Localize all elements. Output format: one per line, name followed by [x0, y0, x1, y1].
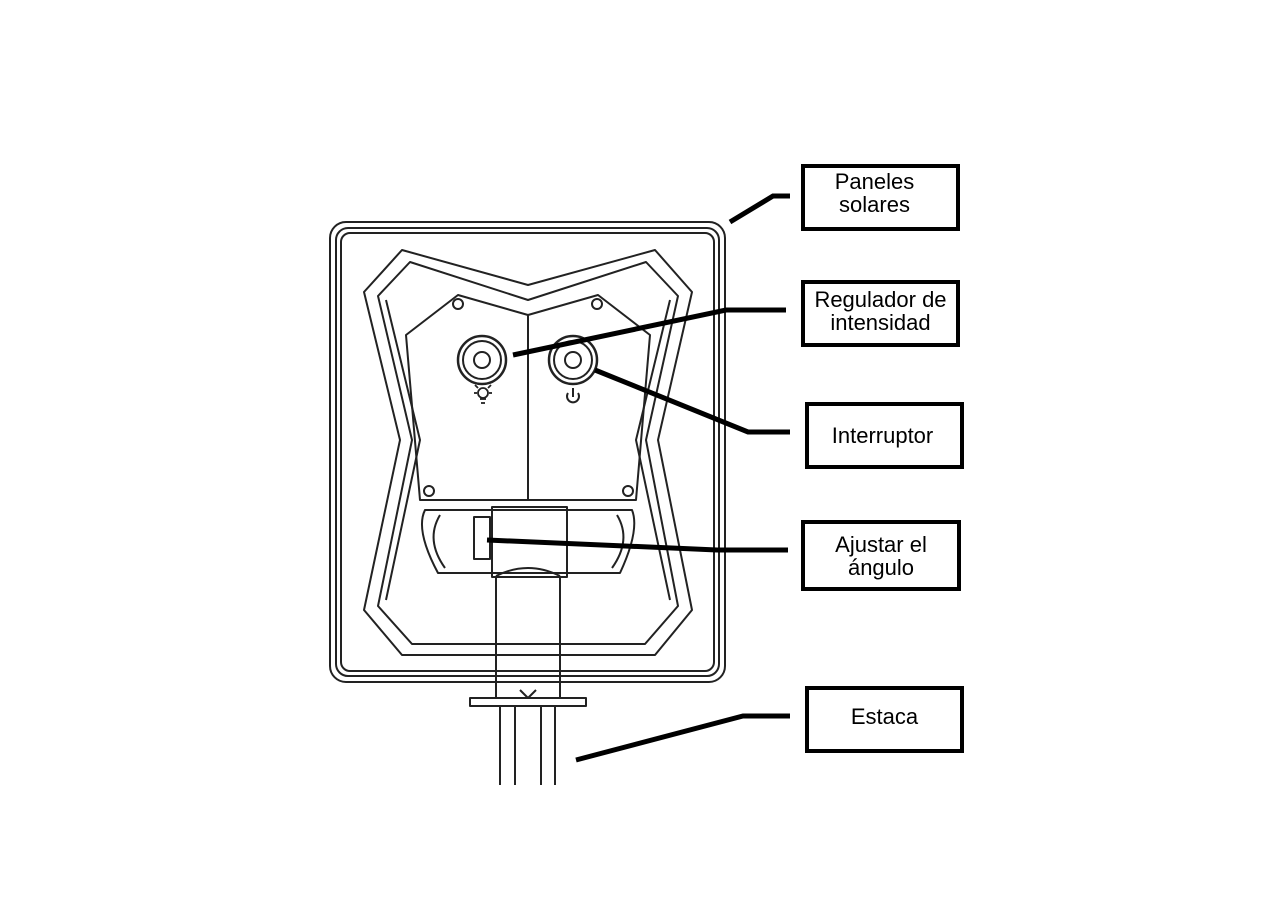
- screws: [423, 298, 634, 497]
- label-angle-adjust: Ajustar el ángulo: [801, 520, 961, 591]
- power-icon: [566, 388, 580, 404]
- control-plate: [405, 294, 651, 501]
- dimmer-button: [456, 334, 508, 386]
- leader-dimmer: [512, 307, 786, 358]
- leader-angle: [486, 537, 788, 553]
- label-switch-text: Interruptor: [831, 423, 934, 448]
- label-switch: Interruptor: [805, 402, 964, 469]
- leader-solar-panels: [728, 193, 790, 225]
- screw-bottom-left: [423, 485, 435, 497]
- panel-frame: [329, 221, 726, 683]
- leader-switch: [594, 367, 790, 435]
- label-solar-panels-line2: solares: [839, 191, 910, 217]
- label-stake-text: Estaca: [850, 704, 919, 729]
- label-angle-adjust-line2: ángulo: [847, 554, 915, 580]
- label-solar-panels: Paneles solares: [801, 164, 960, 231]
- lightbulb-icon: [474, 384, 492, 404]
- label-solar-panels-line1: Paneles: [834, 168, 915, 194]
- pole-stake: [469, 567, 587, 785]
- label-angle-adjust-line1: Ajustar el: [835, 531, 927, 557]
- screw-top-right: [591, 298, 603, 310]
- label-dimmer: Regulador de intensidad: [801, 280, 960, 347]
- label-dimmer-line2: intensidad: [830, 309, 931, 335]
- screw-top-left: [452, 298, 464, 310]
- screw-bottom-right: [622, 485, 634, 497]
- leader-stake: [575, 713, 790, 763]
- label-dimmer-line1: Regulador de: [814, 286, 947, 312]
- label-stake: Estaca: [805, 686, 964, 753]
